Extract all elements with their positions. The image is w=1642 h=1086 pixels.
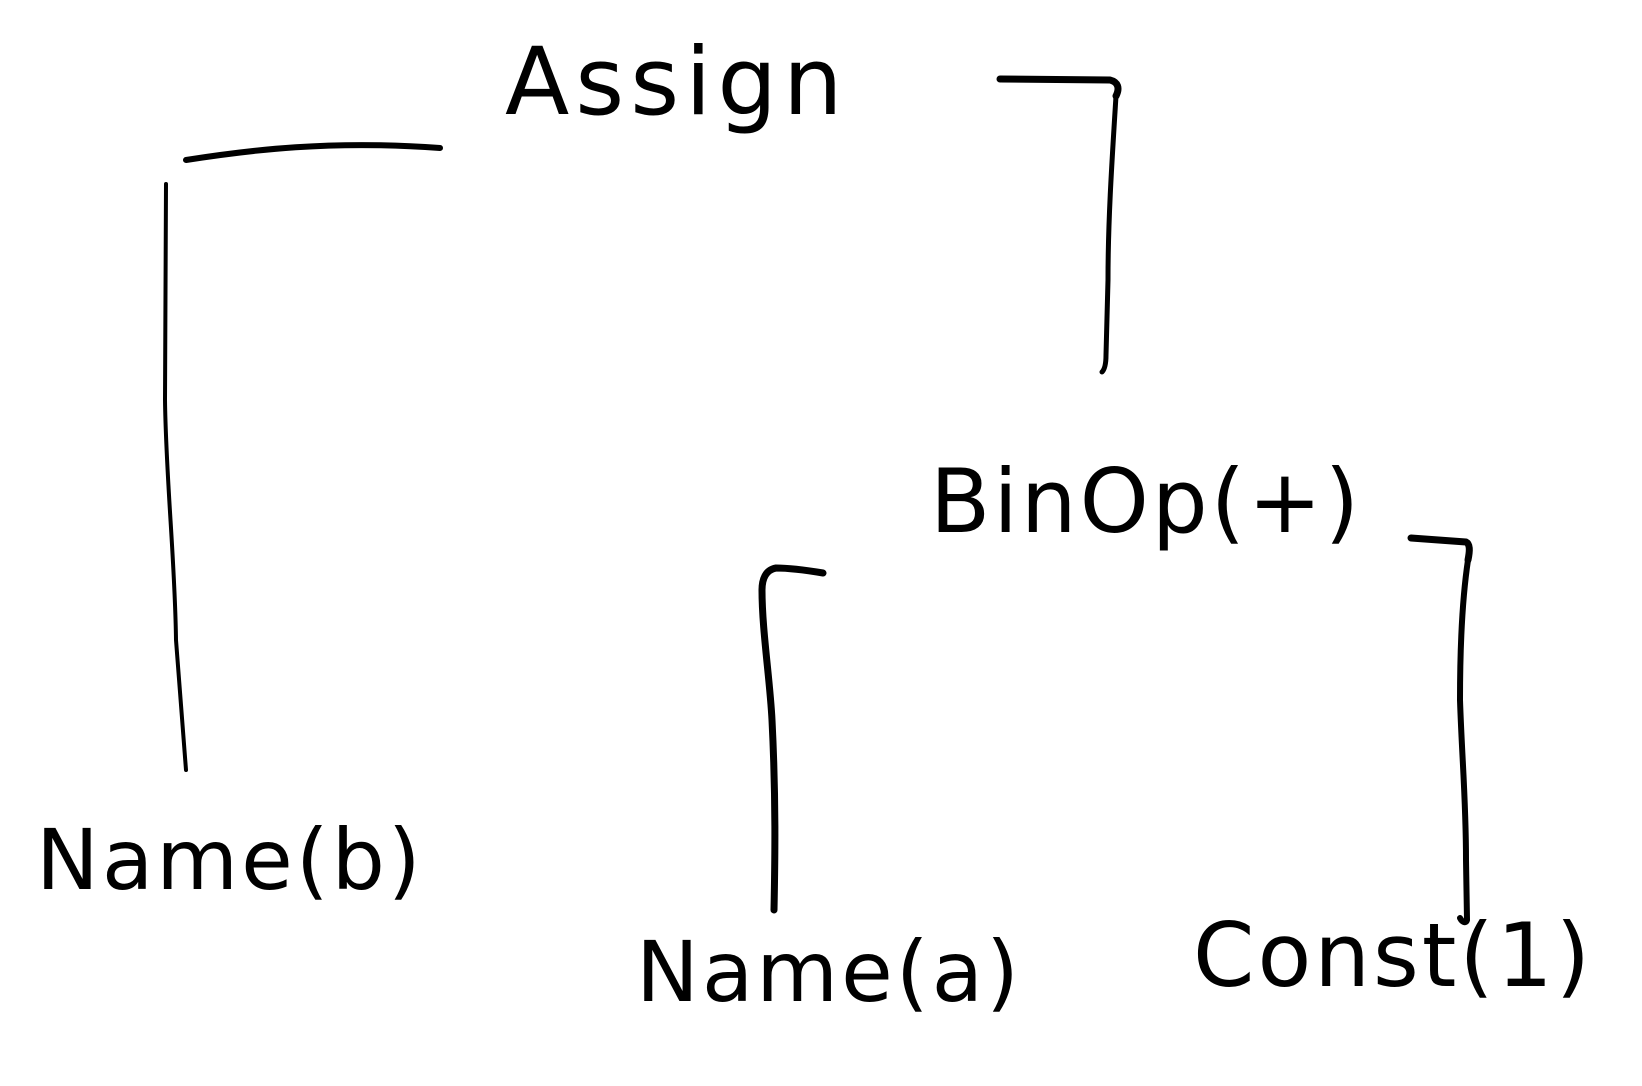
node-binop: BinOp(+) — [930, 450, 1363, 553]
edge-assign-name-b-vertical — [163, 182, 188, 772]
node-const-1: Const(1) — [1193, 904, 1594, 1007]
edge-binop-name-a-vertical — [758, 586, 779, 914]
edge-binop-const-vertical — [1457, 557, 1471, 926]
node-name-b: Name(b) — [36, 811, 424, 909]
edge-binop-const-horizontal — [1407, 534, 1473, 564]
node-name-a: Name(a) — [636, 923, 1022, 1021]
edge-assign-name-b-horizontal — [183, 142, 443, 163]
edge-assign-binop-vertical — [1099, 93, 1119, 375]
edge-binop-name-a-horizontal — [758, 564, 827, 594]
node-assign: Assign — [505, 28, 849, 137]
edge-assign-binop-horizontal — [996, 75, 1122, 100]
